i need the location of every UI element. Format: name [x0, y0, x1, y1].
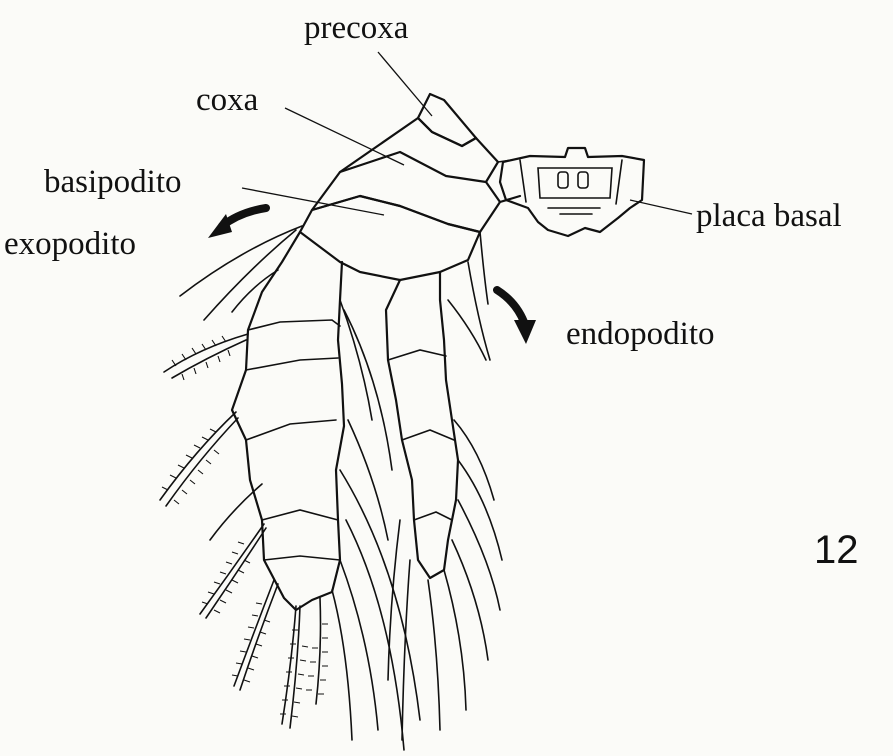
setae — [160, 226, 502, 750]
endopodito-arrow — [497, 290, 536, 344]
label-exopodito: exopodito — [4, 228, 136, 261]
label-coxa: coxa — [196, 84, 258, 117]
exopodito-arrow — [208, 208, 266, 238]
basipodito-shape — [300, 196, 480, 280]
label-endopodito: endopodito — [566, 318, 714, 351]
endopod — [386, 272, 458, 578]
setae-barbs — [162, 336, 328, 717]
label-placa-basal: placa basal — [696, 200, 842, 233]
leader-lines — [242, 52, 692, 215]
figure-number: 12 — [814, 530, 859, 570]
protopod — [300, 94, 520, 280]
label-basipodito: basipodito — [44, 166, 182, 199]
placa-basal-shape — [500, 148, 644, 236]
label-precoxa: precoxa — [304, 12, 408, 45]
